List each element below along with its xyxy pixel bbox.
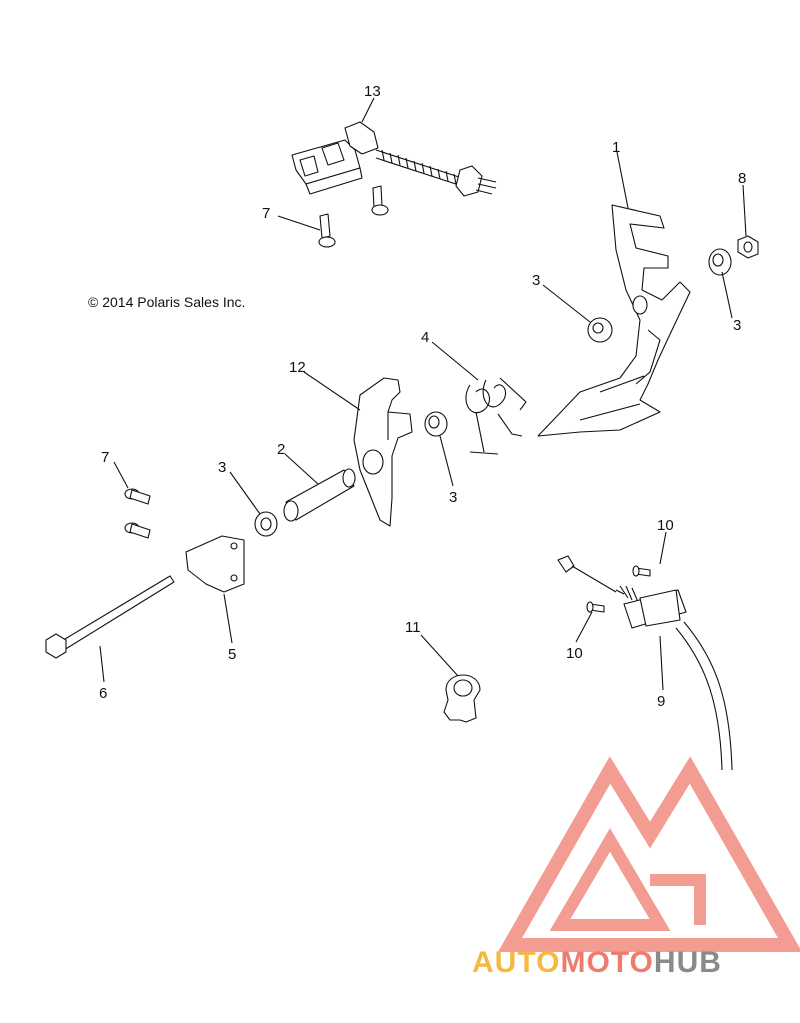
callout-7-upper: 7 xyxy=(262,205,270,222)
watermark-logo xyxy=(497,756,800,952)
watermark-auto: AUTO xyxy=(472,946,560,979)
part-3-bushing-right xyxy=(708,248,732,276)
callout-13: 13 xyxy=(364,83,381,100)
callout-7-left: 7 xyxy=(101,449,109,466)
part-7-bolt-upper xyxy=(318,185,389,248)
callout-3-right: 3 xyxy=(733,317,741,334)
part-9-cable xyxy=(557,555,733,771)
part-11-clip xyxy=(443,674,481,723)
callout-10-lower: 10 xyxy=(566,645,583,662)
part-2-sleeve xyxy=(283,468,356,522)
callout-9: 9 xyxy=(657,693,665,710)
part-8-nut xyxy=(737,235,759,259)
watermark-moto: MOTO xyxy=(560,946,653,979)
part-3-bushing-middle xyxy=(424,411,448,437)
callout-12: 12 xyxy=(289,359,306,376)
callout-3-upper: 3 xyxy=(532,272,540,289)
callout-8: 8 xyxy=(738,170,746,187)
watermark-text: AUTOMOTOHUB xyxy=(472,946,722,979)
part-5-bracket xyxy=(185,535,245,593)
callout-10-upper: 10 xyxy=(657,517,674,534)
callout-3-middle: 3 xyxy=(449,489,457,506)
callout-1: 1 xyxy=(612,139,620,156)
part-1-brake-pedal xyxy=(537,204,691,437)
part-3-bushing-upper xyxy=(587,317,613,343)
part-13-switch-assembly xyxy=(291,121,497,197)
copyright-text: © 2014 Polaris Sales Inc. xyxy=(88,294,245,310)
callout-5: 5 xyxy=(228,646,236,663)
callout-6: 6 xyxy=(99,685,107,702)
callout-11: 11 xyxy=(405,619,421,636)
part-3-bushing-left xyxy=(254,511,278,537)
leader-lines xyxy=(99,97,747,691)
callout-2: 2 xyxy=(277,441,285,458)
watermark-hub: HUB xyxy=(654,946,722,979)
callout-3-left: 3 xyxy=(218,459,226,476)
part-6-long-bolt xyxy=(45,575,175,659)
part-4-spring xyxy=(465,377,527,455)
part-7-bolt-left xyxy=(124,488,151,539)
callout-labels: 13 7 1 8 3 3 4 12 3 2 7 3 5 6 11 10 10 9 xyxy=(99,83,746,710)
part-10-screws xyxy=(586,565,651,613)
part-12-lever-bracket xyxy=(353,377,413,527)
callout-4: 4 xyxy=(421,329,429,346)
